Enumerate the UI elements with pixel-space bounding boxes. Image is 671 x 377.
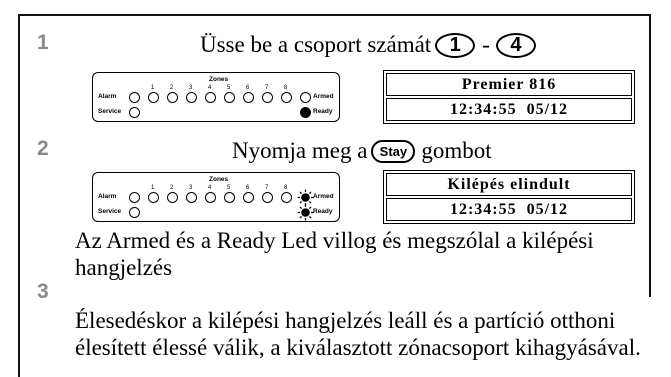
zone-number: 6	[246, 85, 250, 91]
lcd-line-2: 12:34:55 05/12	[386, 198, 632, 221]
instruction-text: Üsse be a csoport számát	[200, 32, 432, 57]
ready-label: Ready	[313, 108, 333, 115]
lcd-line-2: 12:34:55 05/12	[386, 98, 632, 121]
zone-led	[223, 191, 235, 203]
section-frame-right	[649, 14, 651, 297]
step-number: 1	[37, 31, 49, 54]
alarm-label: Alarm	[98, 93, 117, 100]
armed-label: Armed	[313, 193, 334, 200]
range-separator: -	[482, 32, 490, 57]
step-note-line: Élesedéskor a kilépési hangjelzés leáll …	[75, 308, 616, 333]
zone-number: 2	[170, 185, 174, 191]
zone-number: 1	[151, 85, 155, 91]
zone-number: 5	[227, 85, 231, 91]
lcd-display: Premier 816 12:34:55 05/12	[383, 70, 635, 124]
alarm-led	[128, 91, 140, 103]
key-4-icon: 4	[495, 32, 536, 58]
zone-number: 3	[189, 85, 193, 91]
service-label: Service	[98, 108, 122, 115]
armed-led	[299, 91, 311, 103]
zone-led	[185, 191, 197, 203]
zone-number: 3	[189, 185, 193, 191]
service-led	[128, 206, 140, 218]
ready-led	[299, 106, 311, 118]
lcd-line-1: Kilépés elindult	[386, 173, 632, 196]
zone-number: 7	[265, 85, 269, 91]
zone-led	[204, 191, 216, 203]
zones-label: Zones	[209, 176, 229, 183]
stay-key-icon: Stay	[371, 139, 416, 163]
step-note-line: élesített élessé válik, a kiválasztott z…	[75, 335, 641, 360]
service-led	[128, 106, 140, 118]
zone-number: 6	[246, 185, 250, 191]
zone-led	[204, 91, 216, 103]
step-number: 2	[37, 137, 49, 160]
zone-led	[166, 191, 178, 203]
zone-number: 1	[151, 185, 155, 191]
zone-led	[280, 191, 292, 203]
ready-led-flashing	[297, 204, 313, 220]
section-frame-top	[18, 14, 651, 16]
zone-led	[242, 91, 254, 103]
step-instruction: Nyomja meg a Stay gombot	[232, 138, 492, 164]
zone-led	[147, 191, 159, 203]
zone-led	[166, 91, 178, 103]
zone-number: 4	[208, 85, 212, 91]
step-note-line: hangjelzés	[75, 255, 173, 280]
step-note-line: Az Armed és a Ready Led villog és megszó…	[75, 228, 594, 253]
zones-label: Zones	[209, 76, 229, 83]
zone-number: 5	[227, 185, 231, 191]
zone-led	[261, 191, 273, 203]
armed-label: Armed	[313, 93, 334, 100]
zone-number: 7	[265, 185, 269, 191]
alarm-led	[128, 191, 140, 203]
zone-number: 4	[208, 185, 212, 191]
zone-led	[242, 191, 254, 203]
zone-led	[185, 91, 197, 103]
zone-led	[147, 91, 159, 103]
zone-number: 8	[284, 185, 288, 191]
zone-led	[280, 91, 292, 103]
zone-number: 8	[284, 85, 288, 91]
service-label: Service	[98, 208, 122, 215]
ready-label: Ready	[313, 208, 333, 215]
instruction-text: Nyomja meg a	[232, 138, 368, 163]
zone-led	[261, 91, 273, 103]
section-frame-left	[18, 14, 20, 377]
step-number: 3	[37, 280, 49, 303]
zone-number: 2	[170, 85, 174, 91]
zone-led	[223, 91, 235, 103]
step-instruction: Üsse be a csoport számát 1 - 4	[200, 32, 536, 58]
key-1-icon: 1	[435, 32, 476, 58]
instruction-text: gombot	[421, 138, 492, 163]
lcd-line-1: Premier 816	[386, 73, 632, 96]
lcd-display: Kilépés elindult 12:34:55 05/12	[383, 170, 635, 224]
alarm-label: Alarm	[98, 193, 117, 200]
